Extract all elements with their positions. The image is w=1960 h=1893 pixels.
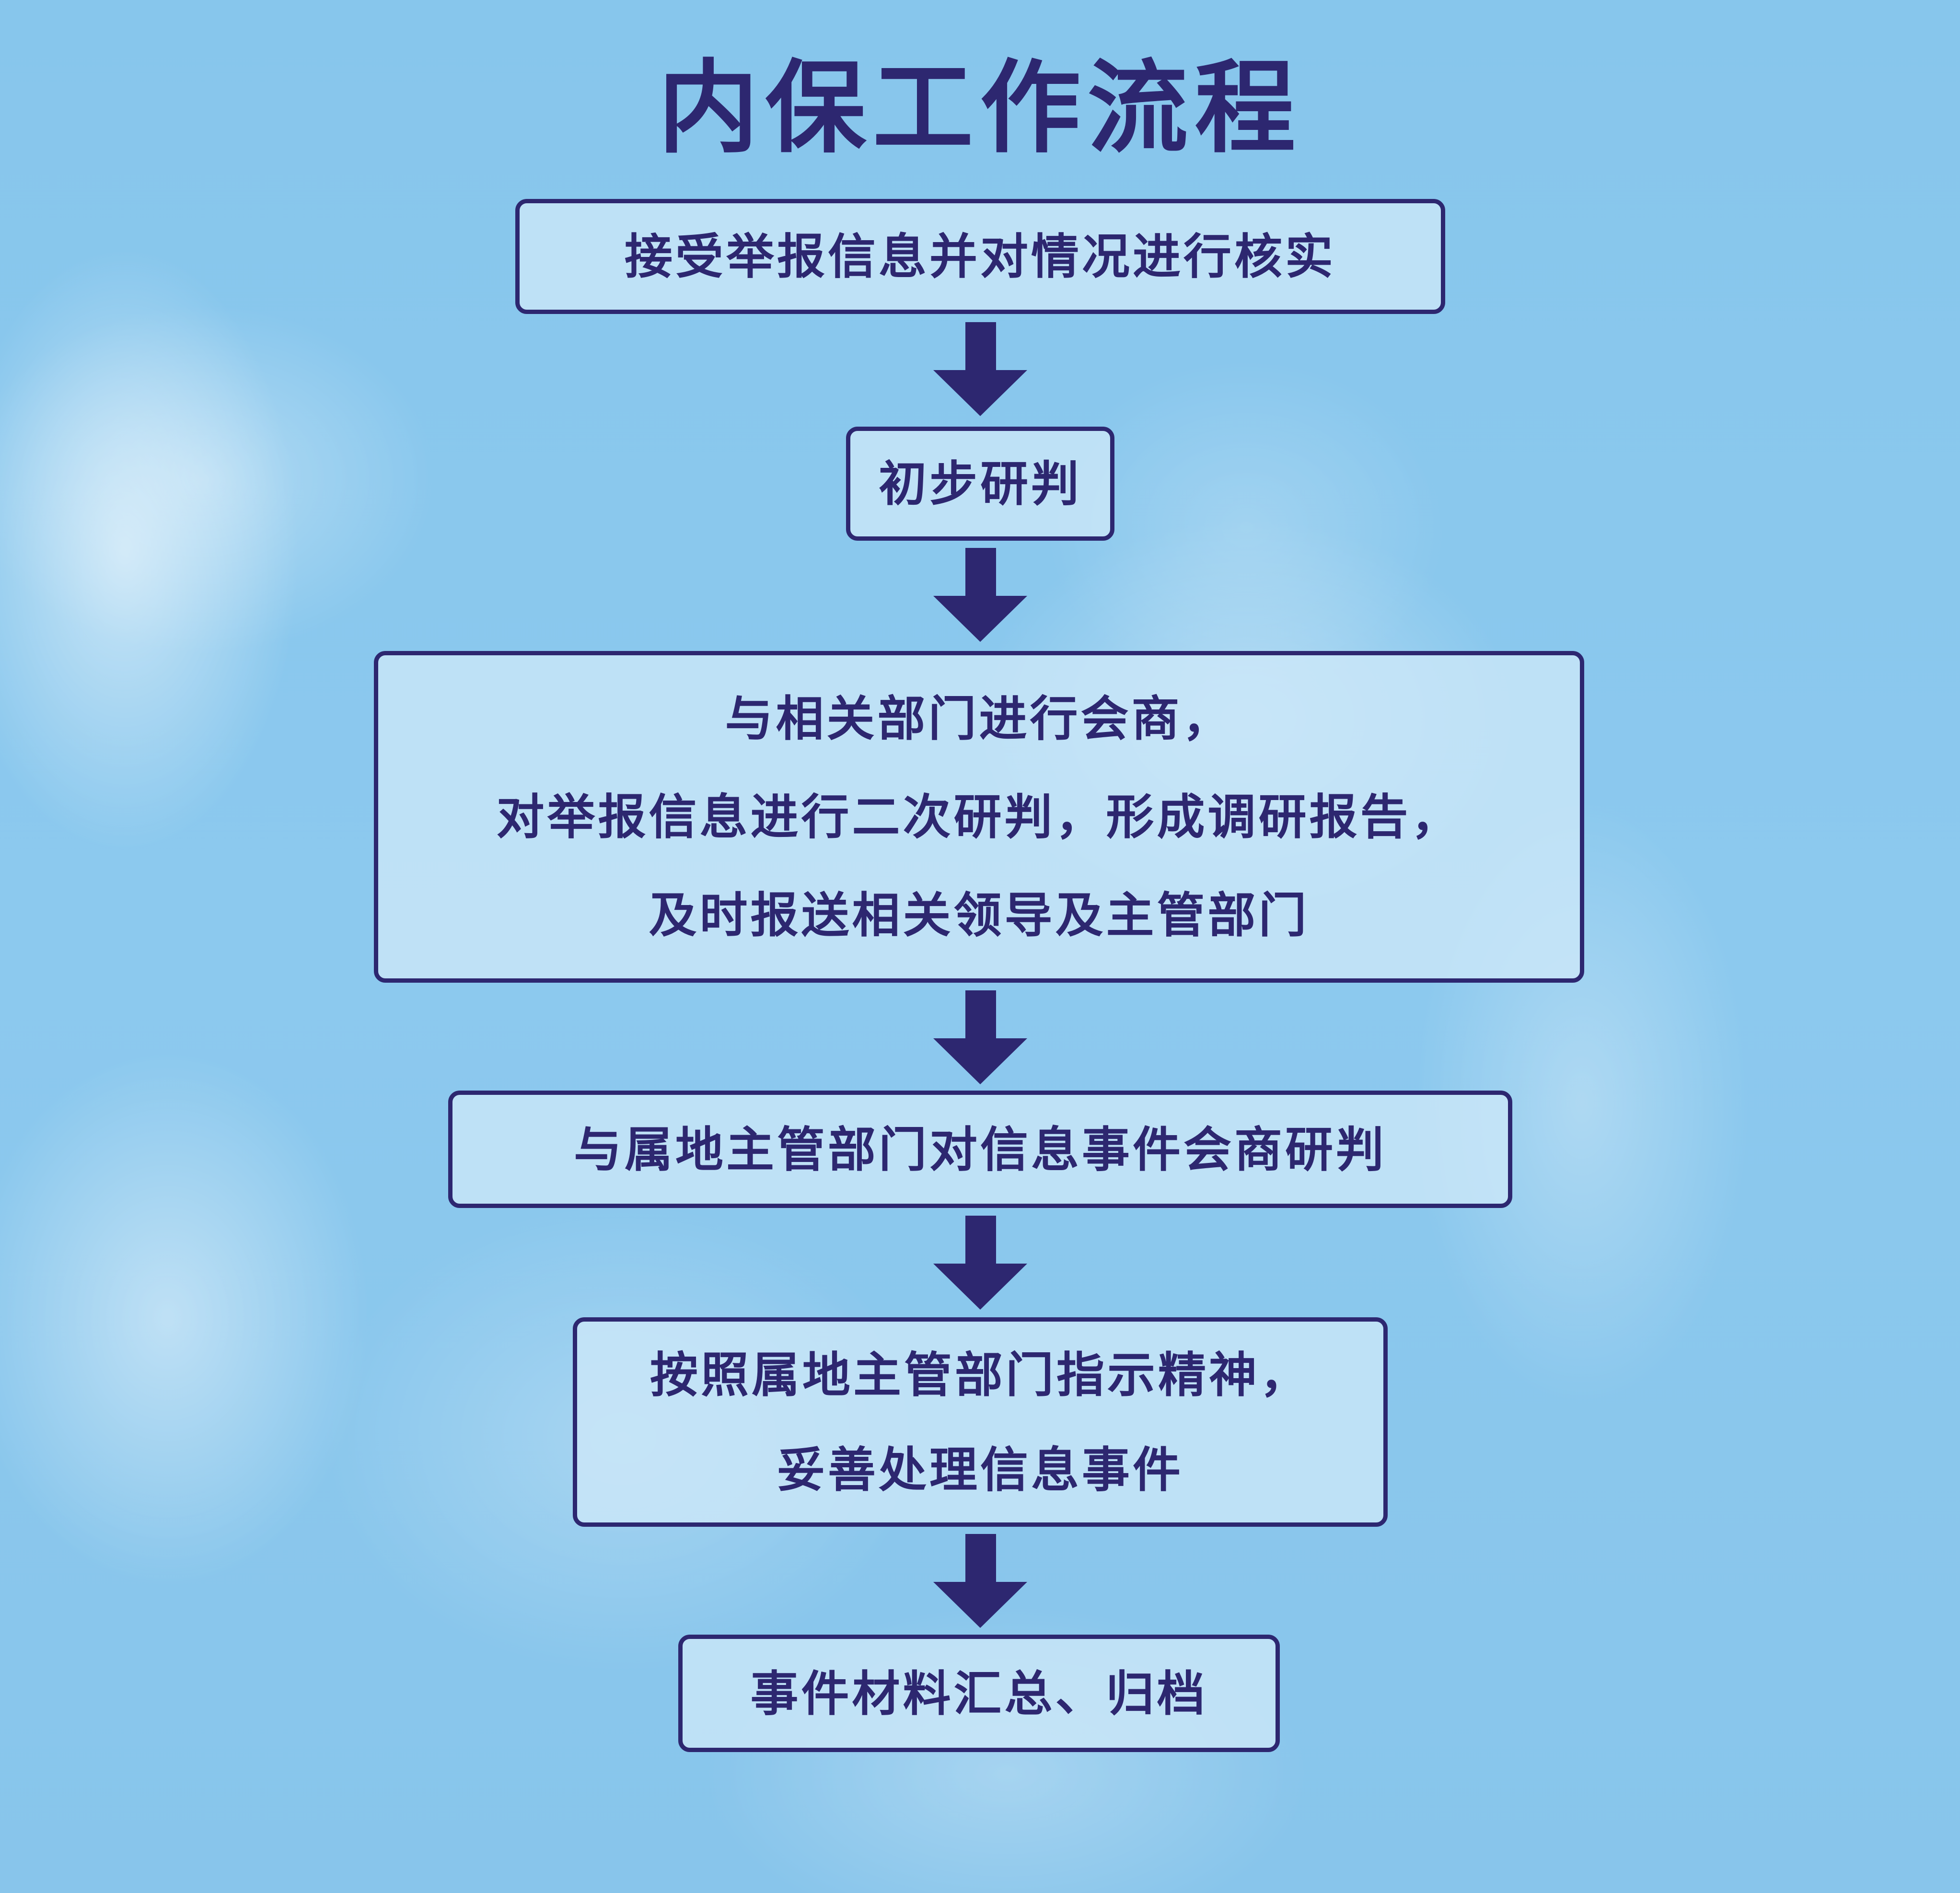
- page-title: 内保工作流程: [658, 48, 1302, 167]
- arrow-down-icon: [933, 1216, 1027, 1310]
- step-6-text: 事件材料汇总、归档: [750, 1665, 1208, 1722]
- arrow-down-icon: [933, 548, 1027, 642]
- step-1-text: 接受举报信息并对情况进行核实: [625, 228, 1336, 285]
- step-1-box: 接受举报信息并对情况进行核实: [515, 199, 1445, 314]
- step-4-text: 与属地主管部门对信息事件会商研判: [574, 1121, 1387, 1178]
- step-6-box: 事件材料汇总、归档: [678, 1635, 1280, 1752]
- step-3-text-line-2: 对举报信息进行二次研判，形成调研报告，: [496, 789, 1462, 845]
- step-2-text: 初步研判: [879, 455, 1082, 512]
- arrow-down-icon: [933, 990, 1027, 1084]
- step-5-box: 按照属地主管部门指示精神， 妥善处理信息事件: [573, 1317, 1388, 1527]
- step-2-box: 初步研判: [846, 427, 1114, 541]
- step-3-text-line-1: 与相关部门进行会商，: [725, 690, 1233, 747]
- step-3-box: 与相关部门进行会商， 对举报信息进行二次研判，形成调研报告， 及时报送相关领导及…: [374, 651, 1584, 983]
- step-3-text-line-3: 及时报送相关领导及主管部门: [649, 887, 1310, 943]
- step-4-box: 与属地主管部门对信息事件会商研判: [448, 1091, 1512, 1208]
- arrow-down-icon: [933, 1534, 1027, 1628]
- step-5-text-line-2: 妥善处理信息事件: [777, 1441, 1183, 1498]
- arrow-down-icon: [933, 322, 1027, 416]
- step-5-text-line-1: 按照属地主管部门指示精神，: [650, 1346, 1311, 1403]
